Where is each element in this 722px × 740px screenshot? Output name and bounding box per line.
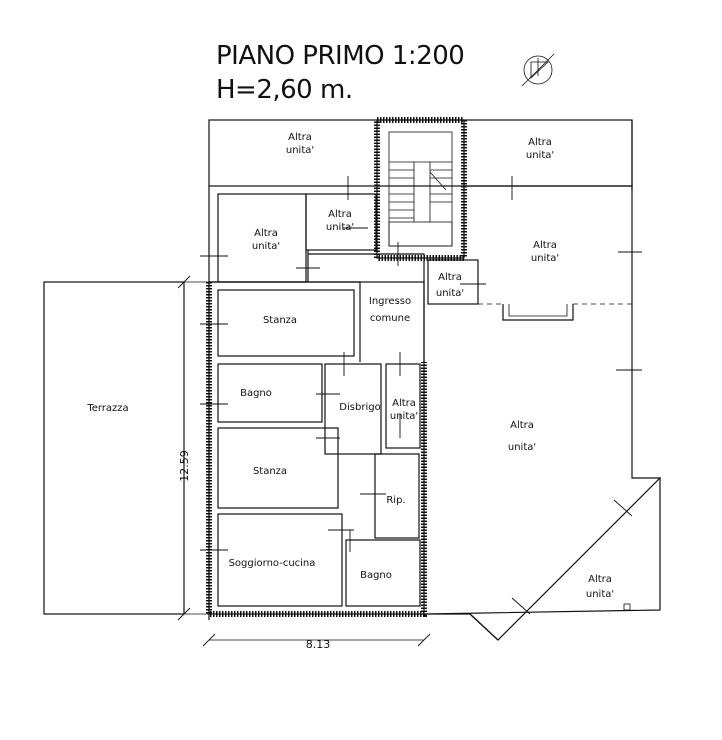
- stairs: [388, 161, 453, 247]
- room-label-line: Altra: [528, 137, 552, 148]
- terrazza-label: Terrazza: [86, 403, 128, 414]
- door-markers: [200, 176, 642, 615]
- building-outline: [43, 117, 661, 641]
- north-arrow-icon: [521, 53, 555, 87]
- room-label-line: Altra: [533, 240, 557, 251]
- room-label-line: unita': [586, 589, 614, 600]
- room-label-line: Altra: [254, 228, 278, 239]
- soggiorno-label: Soggiorno-cucina: [229, 558, 316, 569]
- plan-height: H=2,60 m.: [216, 75, 353, 105]
- rip-label: Rip.: [386, 495, 405, 506]
- disbrigo-label: Disbrigo: [339, 402, 380, 413]
- room-label-line: Altra: [392, 398, 416, 409]
- room-label-line: unita': [286, 145, 314, 156]
- room-label-line: Ingresso: [369, 296, 411, 307]
- room-label-line: unita': [326, 222, 354, 233]
- room-label-line: Altra: [588, 574, 612, 585]
- room-label-line: unita': [252, 241, 280, 252]
- stanza-label: Stanza: [263, 315, 297, 326]
- width-dimension-label: 8.13: [306, 638, 331, 651]
- room-label-line: unita': [531, 253, 559, 264]
- room-label-line: Altra: [438, 272, 462, 283]
- room-label-line: unita': [390, 411, 418, 422]
- room-label-line: Altra: [288, 132, 312, 143]
- room-label-line: unita': [508, 442, 536, 453]
- room-label-line: comune: [370, 313, 410, 324]
- plan-title: PIANO PRIMO 1:200: [216, 41, 464, 71]
- room-label-line: Altra: [510, 420, 534, 431]
- height-dimension-label: 12.59: [178, 450, 191, 482]
- room-label-line: unita': [526, 150, 554, 161]
- stanza-label: Stanza: [253, 466, 287, 477]
- bagno-label: Bagno: [240, 388, 272, 399]
- dimension-height: 12.59: [177, 275, 191, 621]
- bagno-label: Bagno: [360, 570, 392, 581]
- dimension-width: 8.13: [202, 633, 431, 651]
- room-label-line: Altra: [328, 209, 352, 220]
- room-labels: Altra unita' Altra unita' Altra unita' A…: [86, 132, 614, 600]
- room-label-line: unita': [436, 288, 464, 299]
